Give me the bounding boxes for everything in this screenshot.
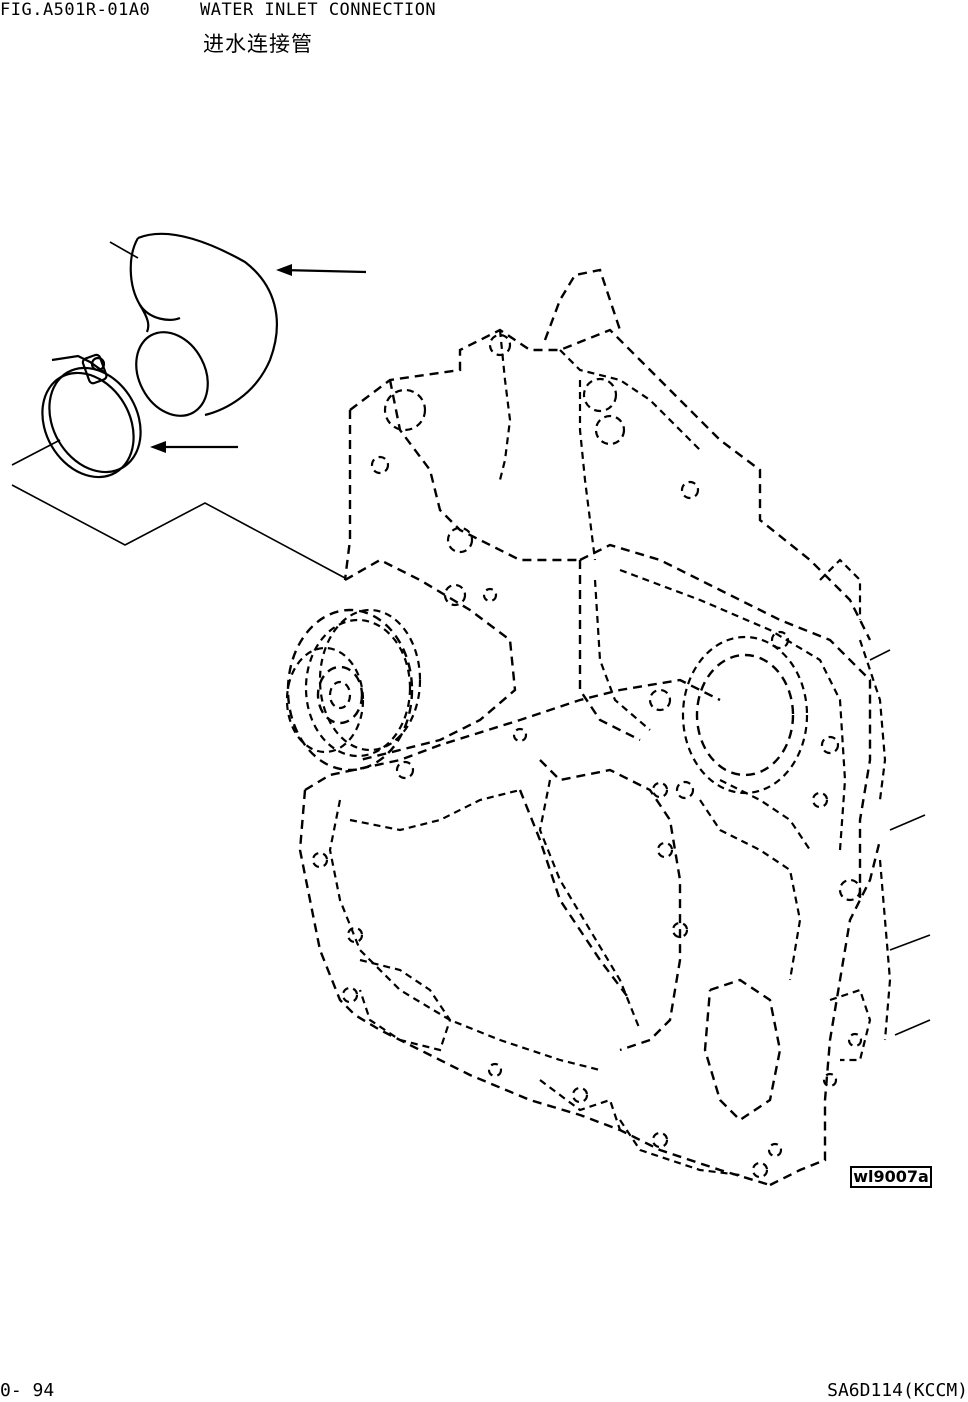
model-code: SA6D114(KCCM) — [827, 1380, 968, 1401]
arrow-clamp-icon — [150, 441, 238, 453]
arrow-hose-icon — [276, 264, 367, 276]
figure-subtitle: 进水连接管 — [203, 32, 313, 56]
figure-title: WATER INLET CONNECTION — [200, 0, 437, 20]
hose-elbow-icon[interactable] — [109, 232, 278, 429]
engine-block-icon — [285, 268, 931, 1187]
leader-line — [11, 484, 346, 579]
hose-clamp-icon[interactable] — [11, 351, 159, 493]
page-number: 0- 94 — [0, 1380, 55, 1401]
figure-code: FIG.A501R-01A0 — [0, 0, 151, 20]
drawing-reference-id: wl9007a — [850, 1166, 932, 1188]
